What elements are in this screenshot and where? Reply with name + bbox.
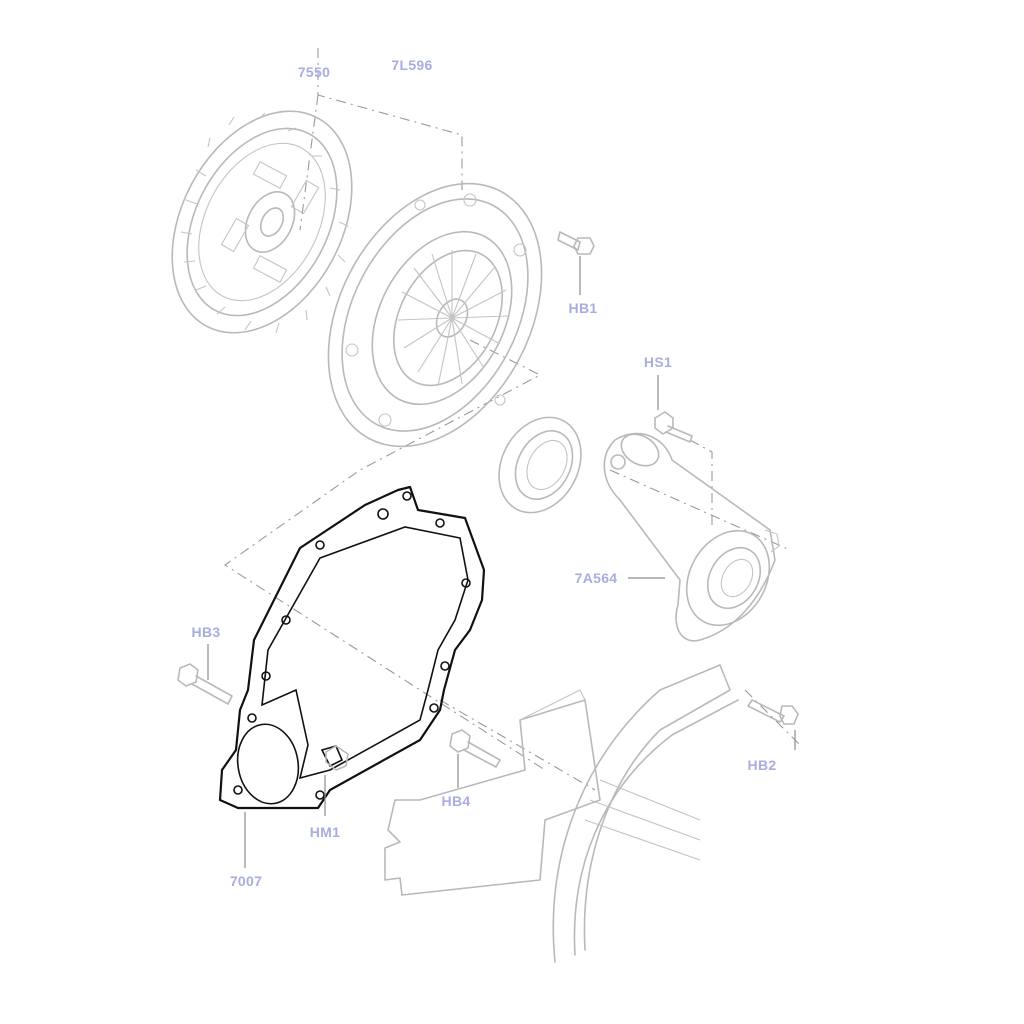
assembly-centerlines [224, 48, 801, 791]
callout-7007: 7007 [230, 873, 262, 889]
callout-labels: 7550 7L596 HB1 HS1 7A564 HB3 HB2 HB4 HM1… [192, 57, 777, 889]
callout-7550: 7550 [298, 64, 330, 80]
callout-7L596: 7L596 [391, 57, 432, 73]
slave-cylinder-7A564 [603, 432, 780, 642]
pressure-plate-7L596 [327, 182, 543, 448]
screw-hs1 [654, 375, 693, 443]
release-bearing [498, 416, 582, 514]
callout-hm1: HM1 [310, 824, 340, 840]
callout-hb1: HB1 [569, 300, 598, 316]
bolt-hb1 [557, 231, 595, 295]
bolt-hb2 [747, 699, 799, 750]
bolt-hb3 [177, 644, 233, 705]
adapter-plate-7007 [218, 485, 486, 868]
transmission-housing [384, 664, 739, 963]
callout-hb3: HB3 [192, 624, 221, 640]
callout-hb4: HB4 [442, 793, 471, 809]
callout-hb2: HB2 [748, 757, 777, 773]
bolt-hb4 [449, 729, 501, 788]
callout-7A564: 7A564 [575, 570, 618, 586]
dowel-hm1 [324, 745, 349, 816]
callout-hs1: HS1 [644, 354, 672, 370]
clutch-disc-7550 [171, 110, 353, 334]
